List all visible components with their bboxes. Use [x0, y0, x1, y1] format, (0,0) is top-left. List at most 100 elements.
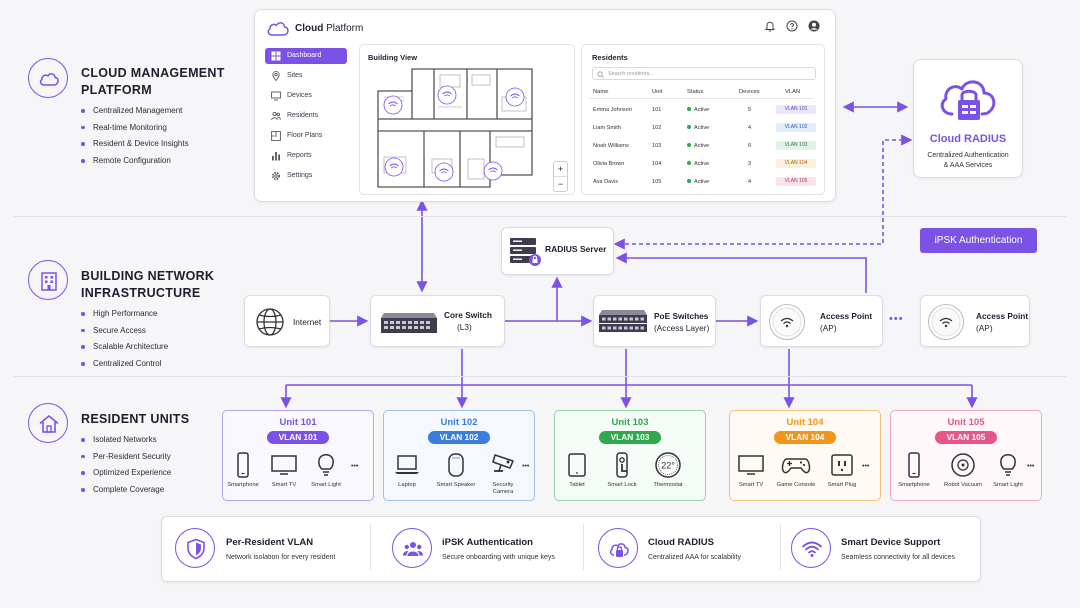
unit-card-103[interactable]: Unit 103 VLAN 103 Tablet Smart Lock 22° … — [554, 410, 706, 501]
feature-desc: Centralized AAA for scalability — [648, 554, 741, 561]
nav-item-dashboard[interactable]: Dashboard — [265, 48, 347, 64]
zoom-in-button[interactable]: + — [554, 162, 567, 177]
unit-title: Unit 105 — [947, 417, 985, 428]
vlan-badge: VLAN 101 — [776, 105, 816, 114]
bar-chart-icon — [272, 152, 280, 161]
vlan-badge: VLAN 103 — [776, 141, 816, 150]
bell-icon[interactable] — [764, 20, 776, 32]
access-point-node[interactable]: Access Point(AP) — [760, 295, 883, 347]
cell-name: Olivia Brown — [593, 161, 625, 167]
light-bulb-icon — [318, 454, 334, 476]
building-section-icon — [28, 260, 68, 300]
nav-item-floor-plans[interactable]: Floor Plans — [265, 128, 347, 144]
pin-icon — [272, 71, 280, 81]
device-smart-plug: Smart Plug — [819, 451, 865, 499]
vlan-badge: VLAN 103 — [599, 431, 661, 444]
unit-card-102[interactable]: Unit 102 VLAN 102 Laptop Smart Speaker S… — [383, 410, 535, 501]
cell-devices: 4 — [748, 179, 752, 185]
internet-node[interactable]: Internet — [244, 295, 330, 347]
user-avatar-icon[interactable] — [808, 20, 820, 32]
feature-title: Cloud RADIUS — [648, 537, 714, 548]
feature-title: Per-Resident VLAN — [226, 537, 314, 548]
unit-card-105[interactable]: Unit 105 VLAN 105 Smartphone Robot Vacuu… — [890, 410, 1042, 501]
smart-plug-icon — [831, 454, 853, 476]
cloud-section-icon — [28, 58, 68, 98]
poe-switches-node[interactable]: PoE Switches(Access Layer) — [593, 295, 716, 347]
access-point-node[interactable]: Access Point(AP) — [920, 295, 1030, 347]
vlan-badge: VLAN 102 — [428, 431, 490, 444]
light-bulb-icon — [1000, 454, 1016, 476]
access-point-icon — [769, 304, 805, 340]
feature-separator — [370, 524, 371, 570]
cell-devices: 4 — [748, 125, 752, 131]
vlan-badge: VLAN 102 — [776, 123, 816, 132]
more-devices: ••• — [1027, 463, 1035, 470]
cell-status: Active — [687, 179, 709, 185]
cell-name: Emma Johnson — [593, 107, 632, 113]
device-smart-lock: Smart Lock — [599, 451, 645, 499]
wifi-ap-markers — [383, 85, 525, 182]
list-item: Real-time Monitoring — [81, 123, 189, 140]
cell-name: Liam Smith — [593, 125, 621, 131]
floor-plan — [377, 68, 533, 188]
tablet-icon — [568, 453, 586, 477]
device-smart-light: Smart Light — [985, 451, 1031, 499]
resident-section-title: RESIDENT UNITS — [81, 412, 190, 426]
cloud-platform-window: Cloud Platform Dashboard Sites Devices R… — [254, 9, 836, 202]
radius-server-label: RADIUS Server — [545, 244, 607, 254]
help-icon[interactable] — [786, 20, 798, 32]
table-header-divider — [588, 98, 814, 99]
core-switch-label: Core Switch(L3) — [444, 310, 492, 332]
feature-desc: Seamless connectivity for all devices — [841, 554, 955, 561]
more-devices: ••• — [351, 463, 359, 470]
nav-item-devices[interactable]: Devices — [265, 88, 347, 104]
cell-status: Active — [687, 143, 709, 149]
group-icon — [403, 542, 423, 556]
list-item: Centralized Management — [81, 106, 189, 123]
cell-devices: 6 — [748, 143, 752, 149]
cloud-lock-icon — [940, 80, 996, 120]
tv-icon — [271, 455, 297, 475]
list-item: High Performance — [81, 309, 168, 326]
tv-icon — [738, 455, 764, 475]
device-smart-speaker: Smart Speaker — [433, 451, 479, 499]
laptop-icon — [395, 455, 419, 474]
speaker-icon — [448, 453, 464, 477]
search-placeholder: Search residents... — [608, 71, 654, 77]
home-section-icon — [28, 403, 68, 443]
nav-item-settings[interactable]: Settings — [265, 168, 347, 184]
core-switch-node[interactable]: Core Switch(L3) — [370, 295, 505, 347]
zoom-out-button[interactable]: − — [557, 179, 564, 189]
column-header-name: Name — [593, 89, 609, 95]
resident-feature-list: Isolated Networks Per-Resident Security … — [81, 435, 171, 502]
gear-icon — [271, 171, 281, 181]
column-header-status: Status — [687, 89, 704, 95]
feature-desc: Secure onboarding with unique keys — [442, 554, 555, 561]
nav-item-reports[interactable]: Reports — [265, 148, 347, 164]
feature-desc: Network isolation for every resident — [226, 554, 336, 561]
unit-title: Unit 104 — [786, 417, 824, 428]
device-smart-light: Smart Light — [303, 451, 349, 499]
more-devices: ••• — [862, 463, 870, 470]
camera-icon — [492, 454, 514, 472]
search-icon — [597, 71, 604, 78]
unit-card-101[interactable]: Unit 101 VLAN 101 Smartphone Smart TV Sm… — [222, 410, 374, 501]
radius-server-node[interactable]: RADIUS Server — [501, 227, 614, 275]
cloud-radius-card[interactable]: Cloud RADIUS Centralized Authentication&… — [913, 59, 1023, 178]
thermostat-reading: 22° — [661, 461, 675, 471]
vlan-badge: VLAN 104 — [776, 159, 816, 168]
people-icon — [271, 111, 281, 121]
platform-logo-icon — [267, 22, 289, 36]
ipsk-auth-badge: iPSK Authentication — [920, 228, 1037, 253]
game-controller-icon — [781, 458, 811, 474]
resident-search-input[interactable]: Search residents... — [592, 67, 816, 80]
building-feature-list: High Performance Secure Access Scalable … — [81, 309, 168, 376]
unit-card-104[interactable]: Unit 104 VLAN 104 Smart TV Game Console … — [729, 410, 881, 501]
access-point-icon — [928, 304, 964, 340]
cell-devices: 5 — [748, 107, 752, 113]
nav-item-residents[interactable]: Residents — [265, 108, 347, 124]
nav-item-sites[interactable]: Sites — [265, 68, 347, 84]
list-item: Complete Coverage — [81, 485, 171, 502]
device-tablet: Tablet — [554, 451, 600, 499]
network-switch-icon — [599, 310, 647, 332]
